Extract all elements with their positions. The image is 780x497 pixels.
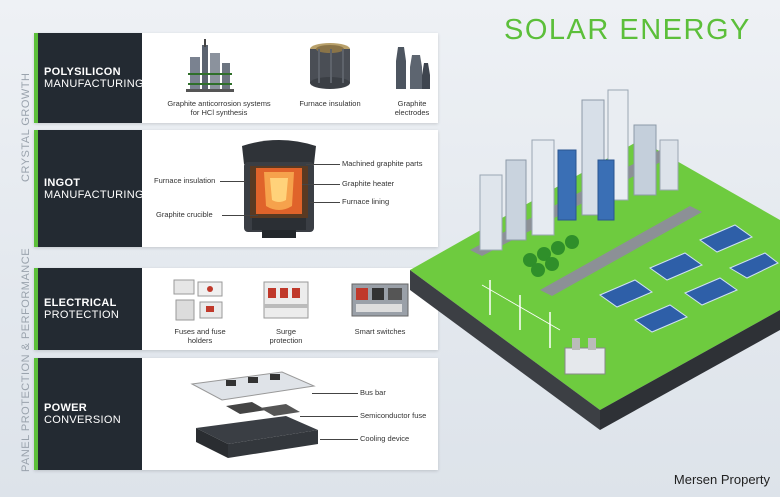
page-title: SOLAR ENERGY [504,14,751,46]
panel-subtitle: PROTECTION [44,309,120,321]
ingot-furnace-image [242,140,316,238]
electrical-panel: ELECTRICAL PROTECTION Fuses and fuse hol… [34,268,438,350]
panel-accent [34,33,38,123]
panel-protection-label: PANEL PROTECTION & PERFORMANCE [20,247,32,472]
graphite-system-image [186,39,234,92]
polysilicon-panel: POLYSILICON MANUFACTURING Graphite antic… [34,33,438,123]
item-caption: Fuses and fuse holders [174,327,226,345]
leader-line [222,215,258,216]
graphite-heater-label: Graphite heater [342,179,395,188]
credit-text: Mersen Property [673,472,770,487]
machined-parts-label: Machined graphite parts [342,159,423,168]
panel-header: ELECTRICAL PROTECTION [38,268,142,350]
furnace-insulation-label: Furnace insulation [154,176,216,185]
fuses-image [173,279,223,321]
bus-bar-label: Bus bar [360,388,386,397]
leader-line [302,184,340,185]
cooling-device-label: Cooling device [360,434,410,443]
panel-title: POLYSILICON [44,66,121,78]
city-buildings [479,89,679,251]
substation [564,338,606,375]
panel-header: POLYSILICON MANUFACTURING [38,33,144,123]
surge-protection-image [263,281,309,319]
item-caption: Furnace insulation [299,99,361,108]
leader-line [312,393,358,394]
item-caption: Smart switches [354,327,406,336]
panel-accent [34,130,38,247]
item-caption: Graphite electrodes [394,99,430,117]
leader-line [306,164,340,165]
leader-line [300,416,358,417]
power-lines [481,280,561,348]
panel-title: POWER [44,402,88,414]
smart-switches-image [351,283,409,317]
leader-line [220,181,246,182]
panel-subtitle: MANUFACTURING [44,188,144,201]
panel-title: INGOT [44,176,81,189]
furnace-insulation-image [310,43,350,89]
panel-accent [34,358,38,470]
crystal-growth-label: CRYSTAL GROWTH [20,72,32,182]
power-module-image [190,371,318,458]
power-panel: POWER CONVERSION Bus bar Semiconductor f… [34,358,438,470]
graphite-crucible-label: Graphite crucible [156,210,213,219]
panel-subtitle: CONVERSION [44,414,121,426]
semiconductor-fuse-label: Semiconductor fuse [360,411,427,420]
item-caption: Surge protection [269,327,303,345]
panel-header: INGOT MANUFACTURING [38,130,144,247]
trees [523,235,579,277]
furnace-lining-label: Furnace lining [342,197,390,206]
panel-accent [34,268,38,350]
leader-line [320,439,358,440]
solar-panels [598,224,779,333]
leader-line [310,202,340,203]
graphite-electrodes-image [396,47,430,89]
ingot-panel: INGOT MANUFACTURING Furnace insulation G… [34,130,438,247]
solar-city-illustration [410,89,780,430]
panel-header: POWER CONVERSION [38,358,142,470]
panel-title: ELECTRICAL [44,297,117,309]
item-caption: Graphite anticorrosion systems for HCl s… [167,99,271,117]
panel-subtitle: MANUFACTURING [44,78,144,90]
